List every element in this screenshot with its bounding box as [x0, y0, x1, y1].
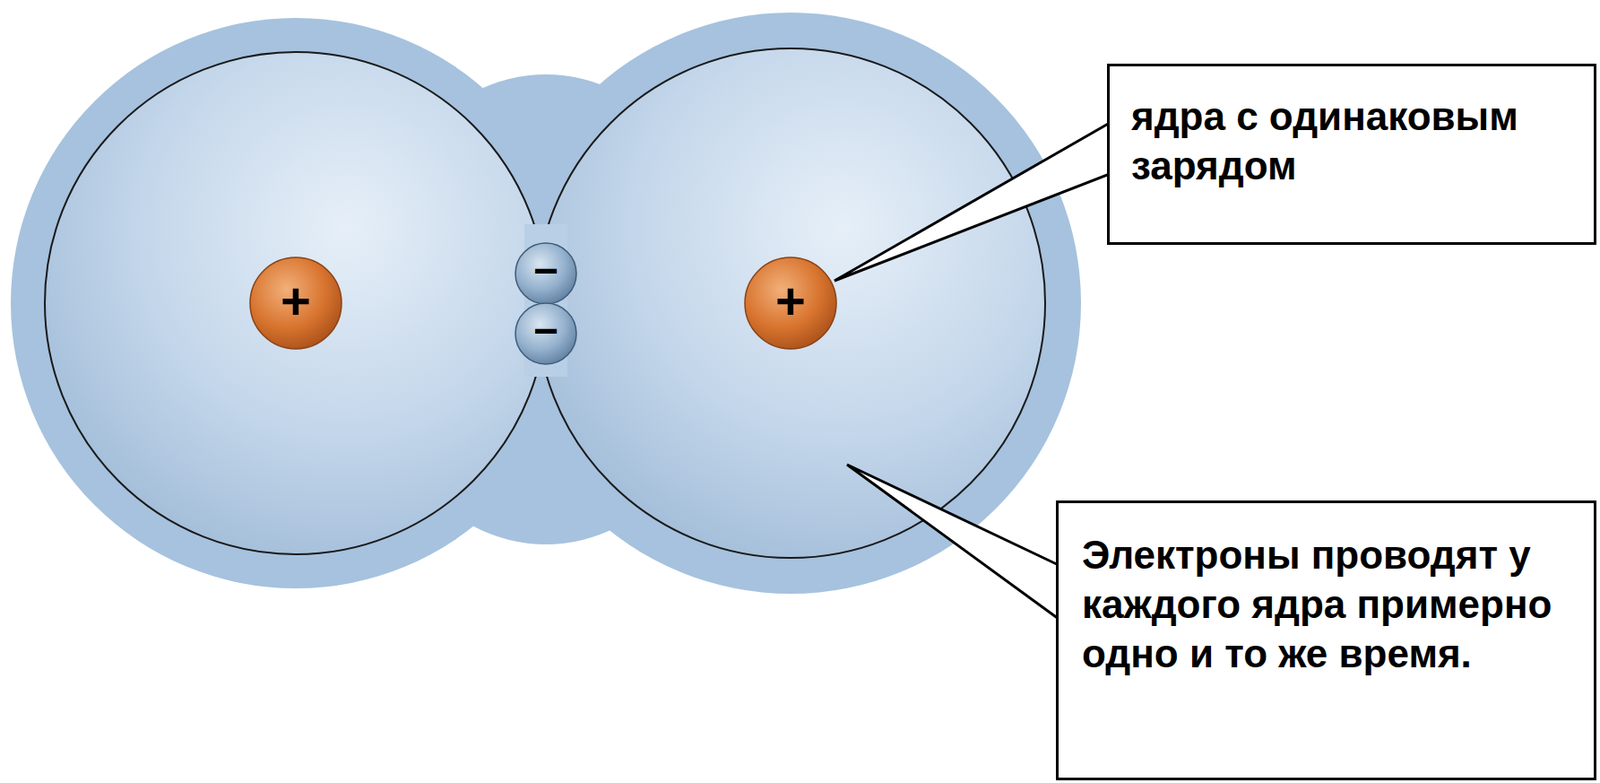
callout-box: Электроны проводят у каждого ядра пример… [1055, 500, 1597, 780]
nucleus [744, 257, 837, 349]
nucleus-charge: + [280, 275, 312, 328]
nucleus-charge: + [775, 275, 806, 328]
atom-sphere [536, 48, 1046, 558]
nucleus [250, 257, 342, 349]
atom-sphere [44, 51, 547, 554]
electron [515, 302, 577, 364]
electron [515, 242, 577, 304]
callout-text: ядра с одинаковым зарядом [1131, 91, 1573, 191]
electron-charge: − [533, 309, 559, 353]
callout-box: ядра с одинаковым зарядом [1107, 63, 1597, 245]
callout-pointer [847, 464, 1059, 619]
electron-charge: − [533, 249, 559, 293]
callout-text: Электроны проводят у каждого ядра пример… [1081, 529, 1571, 678]
callout-pointer [834, 122, 1110, 281]
